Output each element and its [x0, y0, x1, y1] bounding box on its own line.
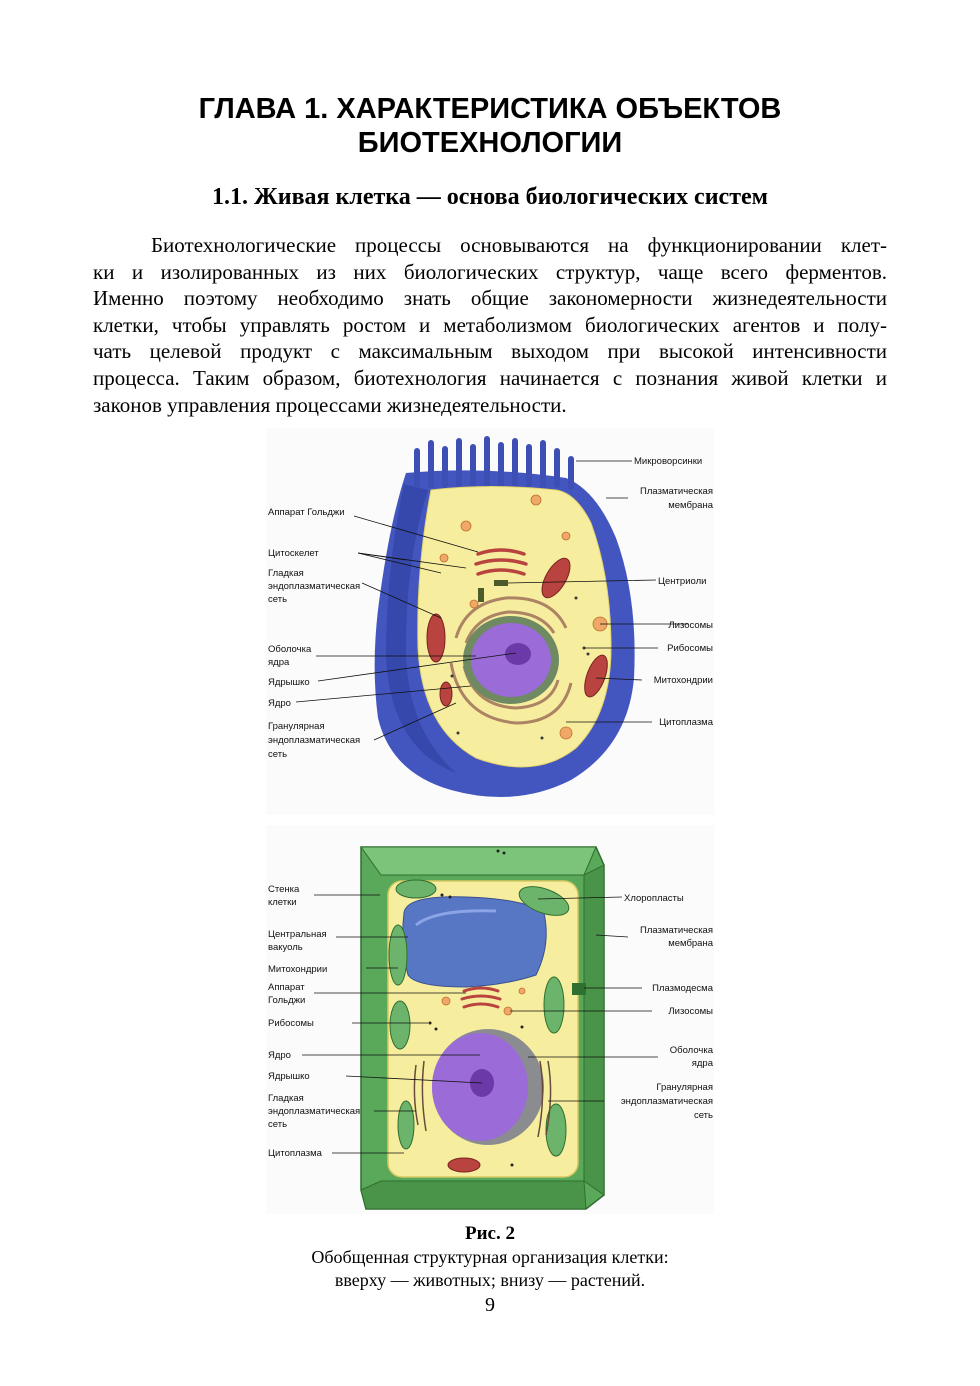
label-golgi: Аппарат: [268, 982, 305, 993]
paragraph-line: чать целевой продукт с максимальным выхо…: [93, 338, 887, 365]
paragraph-line: Биотехнологические процессы основываются…: [93, 232, 887, 259]
label-smooth-er: эндоплазматическая: [268, 581, 360, 592]
label-chloroplasts: Хлоропласты: [624, 893, 684, 904]
label-rough-er: Гранулярная: [268, 721, 325, 732]
animal-cell-illustration: Микроворсинки Плазматическая мембрана Ап…: [266, 428, 714, 815]
label-cytoskeleton: Цитоскелет: [268, 548, 319, 559]
plant-cell-illustration: Стенка клетки Хлоропласты Центральная ва…: [266, 825, 714, 1214]
label-plasma-membrane: мембрана: [668, 500, 713, 511]
label-nuclear-envelope: ядра: [692, 1058, 714, 1069]
label-mitochondria: Митохондрии: [654, 675, 713, 686]
label-central-vacuole: вакуоль: [268, 942, 303, 953]
label-plasma-membrane: Плазматическая: [640, 925, 713, 936]
figure-caption-title: Рис. 2: [90, 1222, 890, 1246]
label-rough-er: сеть: [268, 749, 287, 760]
body-paragraph: Биотехнологические процессы основываются…: [93, 232, 887, 418]
label-plasmodesma: Плазмодесма: [652, 983, 714, 994]
label-cytoplasm: Цитоплазма: [268, 1148, 323, 1159]
label-golgi: Гольджи: [268, 995, 305, 1006]
label-nucleus: Ядро: [268, 698, 291, 709]
label-golgi: Аппарат Гольджи: [268, 507, 345, 518]
label-smooth-er: эндоплазматическая: [268, 1106, 360, 1117]
figure-caption-line: вверху — животных; внизу — растений.: [90, 1269, 890, 1292]
paragraph-line: ки и изолированных из них биологических …: [93, 259, 887, 286]
animal-cell-figure: Микроворсинки Плазматическая мембрана Ап…: [266, 428, 714, 815]
label-nucleolus: Ядрышко: [268, 1071, 310, 1082]
paragraph-line: законов управления процессами жизнедеяте…: [93, 392, 887, 419]
label-ribosomes: Рибосомы: [667, 643, 713, 654]
label-rough-er: сеть: [694, 1110, 713, 1121]
label-nuclear-envelope: Оболочка: [670, 1045, 714, 1056]
paragraph-line: Именно поэтому необходимо знать общие за…: [93, 285, 887, 312]
label-cell-wall: Стенка: [268, 884, 300, 895]
label-ribosomes: Рибосомы: [268, 1018, 314, 1029]
label-rough-er: Гранулярная: [656, 1082, 713, 1093]
section-title: 1.1. Живая клетка — основа биологических…: [90, 183, 890, 211]
label-mitochondria: Митохондрии: [268, 964, 327, 975]
plant-cell-figure: Стенка клетки Хлоропласты Центральная ва…: [266, 825, 714, 1214]
label-nuclear-envelope: Оболочка: [268, 644, 312, 655]
paragraph-line: процесса. Таким образом, биотехнология н…: [93, 365, 887, 392]
label-nucleolus: Ядрышко: [268, 677, 310, 688]
label-plasma-membrane: мембрана: [668, 938, 713, 949]
label-rough-er: эндоплазматическая: [621, 1096, 713, 1107]
label-nuclear-envelope: ядра: [268, 657, 290, 668]
chapter-title-line-1: ГЛАВА 1. ХАРАКТЕРИСТИКА ОБЪЕКТОВ: [90, 92, 890, 126]
label-microvilli: Микроворсинки: [634, 456, 702, 467]
figure-caption-line: Обобщенная структурная организация клетк…: [90, 1246, 890, 1269]
label-rough-er: эндоплазматическая: [268, 735, 360, 746]
chapter-title-line-2: БИОТЕХНОЛОГИИ: [90, 126, 890, 160]
label-centrioles: Центриоли: [658, 576, 706, 587]
label-cytoplasm: Цитоплазма: [659, 717, 714, 728]
label-smooth-er: сеть: [268, 594, 287, 605]
label-smooth-er: Гладкая: [268, 1093, 304, 1104]
page-number: 9: [90, 1293, 890, 1317]
label-lysosomes: Лизосомы: [668, 1006, 713, 1017]
label-smooth-er: Гладкая: [268, 568, 304, 579]
label-smooth-er: сеть: [268, 1119, 287, 1130]
label-central-vacuole: Центральная: [268, 929, 327, 940]
paragraph-line: клетки, чтобы управлять ростом и метабол…: [93, 312, 887, 339]
label-nucleus: Ядро: [268, 1050, 291, 1061]
label-cell-wall: клетки: [268, 897, 297, 908]
label-lysosomes: Лизосомы: [668, 620, 713, 631]
label-plasma-membrane: Плазматическая: [640, 486, 713, 497]
chapter-title: ГЛАВА 1. ХАРАКТЕРИСТИКА ОБЪЕКТОВ БИОТЕХН…: [90, 92, 890, 160]
